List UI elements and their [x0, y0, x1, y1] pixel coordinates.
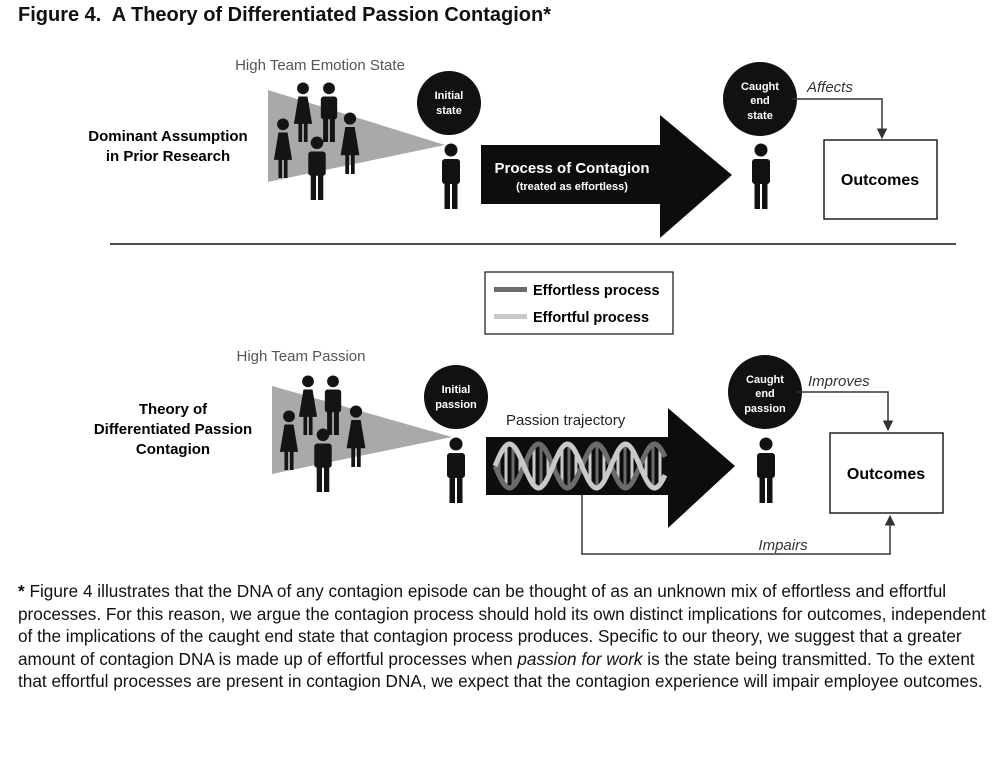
initial-passion-line1: Initial	[442, 384, 471, 396]
bottom-outcomes-box	[829, 432, 944, 514]
bottom-panel-label-line1: Theory of	[139, 401, 208, 418]
top-panel-label-line2: in Prior Research	[106, 148, 230, 165]
figure-title: Figure 4. A Theory of Differentiated Pas…	[18, 4, 552, 26]
person-icon	[447, 437, 465, 503]
person-icon	[752, 143, 770, 209]
contagion-diagram: Dominant Assumption in Prior Research Hi…	[88, 57, 956, 555]
dna-strand-effortful	[492, 441, 668, 491]
initial-passion-circle	[424, 365, 488, 429]
initial-state-circle	[417, 71, 481, 135]
affects-label: Affects	[806, 79, 853, 96]
contagion-process-sublabel: (treated as effortless)	[516, 181, 628, 193]
bottom-panel: Theory of Differentiated Passion Contagi…	[94, 348, 944, 555]
improves-label: Improves	[808, 373, 870, 390]
figure-caption: * Figure 4 illustrates that the DNA of a…	[18, 580, 993, 693]
legend-effortful-label: Effortful process	[533, 310, 649, 326]
initial-passion-line2: passion	[435, 399, 477, 411]
caption-star: *	[18, 581, 25, 601]
passion-trajectory-label: Passion trajectory	[506, 412, 626, 429]
caught-end-passion-circle	[728, 355, 802, 429]
dna-helix	[492, 441, 668, 491]
initial-state-line1: Initial	[435, 90, 464, 102]
top-outcomes-box	[823, 139, 938, 220]
improves-connector	[797, 391, 894, 432]
caught-end-passion-line3: passion	[744, 403, 786, 415]
bottom-group-label: High Team Passion	[237, 348, 366, 365]
impairs-connector	[581, 495, 896, 555]
top-group-label: High Team Emotion State	[235, 57, 405, 74]
contagion-process-arrow	[481, 115, 732, 238]
caught-end-state-line2: end	[750, 95, 770, 107]
caption-text-part2: is the state being transmitted. To the e…	[18, 648, 983, 692]
legend-effortful-swatch	[494, 314, 527, 319]
affects-connector	[792, 98, 888, 140]
caught-end-passion-line1: Caught	[746, 374, 784, 386]
caught-end-passion-line2: end	[755, 388, 775, 400]
caption-text-part1: Figure 4 illustrates that the DNA of any…	[18, 581, 986, 669]
caption-emphasis: passion for work	[517, 648, 643, 669]
impairs-label: Impairs	[758, 537, 808, 554]
caught-end-state-circle	[723, 62, 797, 136]
bottom-outcomes-label: Outcomes	[847, 466, 925, 483]
person-icon	[757, 437, 775, 503]
top-panel-label-line1: Dominant Assumption	[88, 128, 247, 145]
caught-end-state-line3: state	[747, 110, 773, 122]
bottom-panel-label-line2: Differentiated Passion	[94, 421, 252, 438]
person-icon	[442, 143, 460, 209]
legend-box	[484, 271, 674, 335]
contagion-process-label: Process of Contagion	[494, 160, 649, 177]
bottom-panel-label-line3: Contagion	[136, 441, 210, 458]
top-panel: Dominant Assumption in Prior Research Hi…	[88, 57, 938, 238]
top-outcomes-label: Outcomes	[841, 172, 919, 189]
legend-effortless-label: Effortless process	[533, 283, 660, 299]
initial-state-line2: state	[436, 105, 462, 117]
legend: Effortless process Effortful process	[484, 271, 674, 335]
caught-end-state-line1: Caught	[741, 81, 779, 93]
legend-effortless-swatch	[494, 287, 527, 292]
